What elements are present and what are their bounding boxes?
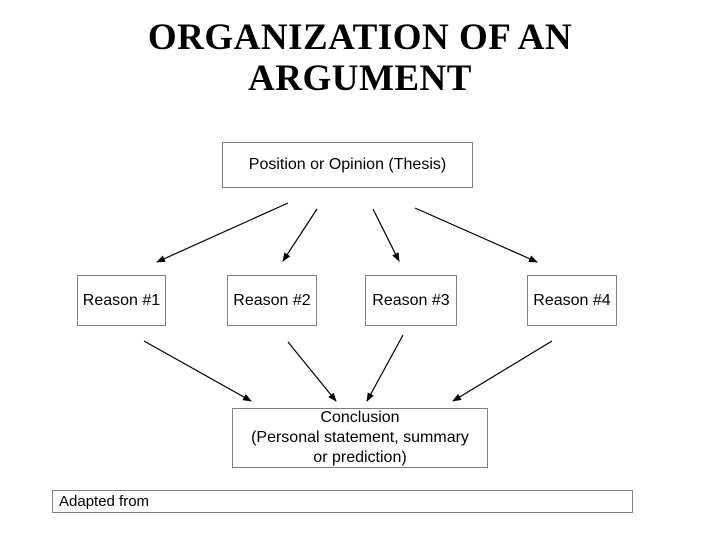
arrow-thesis-to-reason-2 (282, 208, 318, 262)
reason-box-1: Reason #1 (77, 275, 166, 326)
arrow-reason-2-to-conclusion (287, 341, 337, 402)
thesis-box: Position or Opinion (Thesis) (222, 142, 473, 188)
arrow-thesis-to-reason-4 (414, 207, 538, 263)
arrow-reason-1-to-conclusion (143, 340, 252, 402)
slide-title: ORGANIZATION OF AN ARGUMENT (147, 17, 573, 99)
arrow-reason-3-to-conclusion (366, 334, 404, 402)
reason-box-3: Reason #3 (365, 275, 457, 326)
reason-box-2: Reason #2 (227, 275, 317, 326)
reason-box-4: Reason #4 (527, 275, 617, 326)
conclusion-box: Conclusion (Personal statement, summary … (232, 408, 488, 468)
arrow-thesis-to-reason-1 (156, 202, 289, 263)
footer-bar: Adapted from (52, 490, 633, 513)
footer-label: Adapted from (59, 493, 150, 510)
arrow-reason-4-to-conclusion (452, 340, 553, 402)
arrow-thesis-to-reason-3 (372, 208, 400, 262)
